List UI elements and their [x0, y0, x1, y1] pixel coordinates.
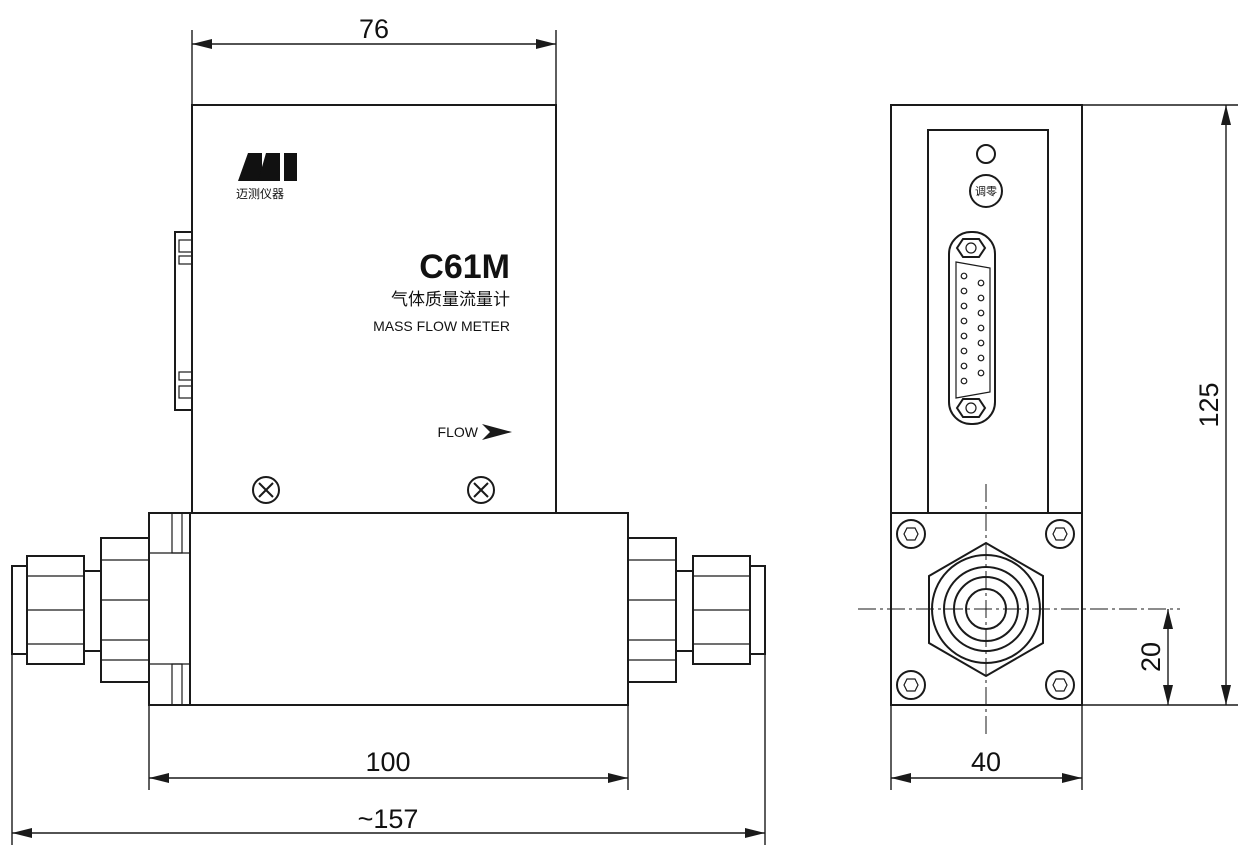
front-view: 迈测仪器 C61M 气体质量流量计 MASS FLOW METER FLOW: [11, 14, 766, 845]
screw-right-icon: [467, 476, 495, 504]
led-indicator-icon: [976, 144, 996, 164]
dimension-body-length: 100: [148, 705, 629, 790]
connector-pin: [960, 302, 968, 310]
dimension-side-width: 40: [890, 705, 1083, 790]
connector-pin: [977, 354, 985, 362]
svg-text:100: 100: [365, 747, 410, 777]
connector-pin: [977, 369, 985, 377]
dimension-inlet-height: 20: [1136, 609, 1173, 705]
svg-text:20: 20: [1136, 642, 1166, 672]
screw-left-icon: [252, 476, 280, 504]
side-view: 调零: [858, 104, 1238, 790]
svg-text:~157: ~157: [358, 804, 419, 834]
brand-logo: 迈测仪器: [236, 153, 297, 201]
svg-text:40: 40: [971, 747, 1001, 777]
connector-pin: [960, 317, 968, 325]
corner-screw-tl-icon: [896, 519, 926, 549]
connector-pin: [960, 287, 968, 295]
left-fitting: [11, 537, 150, 683]
db15-connector-icon: [948, 231, 996, 425]
brand-name: 迈测仪器: [236, 187, 284, 201]
svg-text:125: 125: [1194, 382, 1224, 427]
connector-pin: [977, 324, 985, 332]
model-number: C61M: [419, 248, 510, 286]
connector-pin: [960, 332, 968, 340]
corner-screw-bl-icon: [896, 670, 926, 700]
side-connector: [174, 231, 193, 411]
dimension-overall-length: ~157: [11, 654, 766, 845]
zero-adjust-label: 调零: [975, 185, 997, 198]
connector-pin: [960, 362, 968, 370]
connector-pin: [977, 309, 985, 317]
connector-pin: [960, 347, 968, 355]
connector-pin: [960, 272, 968, 280]
flow-label: FLOW: [438, 424, 479, 440]
connector-pin: [977, 294, 985, 302]
connector-pin: [960, 377, 968, 385]
corner-screw-tr-icon: [1045, 519, 1075, 549]
product-name-cn: 气体质量流量计: [391, 290, 510, 310]
connector-pin: [977, 279, 985, 287]
dimension-height: 125: [1082, 104, 1238, 706]
product-name-en: MASS FLOW METER: [373, 318, 510, 334]
zero-adjust-button[interactable]: 调零: [969, 174, 1003, 208]
svg-text:76: 76: [359, 14, 389, 44]
flow-arrow-icon: [482, 424, 512, 440]
base-block: [189, 512, 629, 706]
right-fitting: [627, 537, 766, 683]
dimension-top-width: 76: [191, 14, 557, 105]
connector-pin: [977, 339, 985, 347]
corner-screw-br-icon: [1045, 670, 1075, 700]
